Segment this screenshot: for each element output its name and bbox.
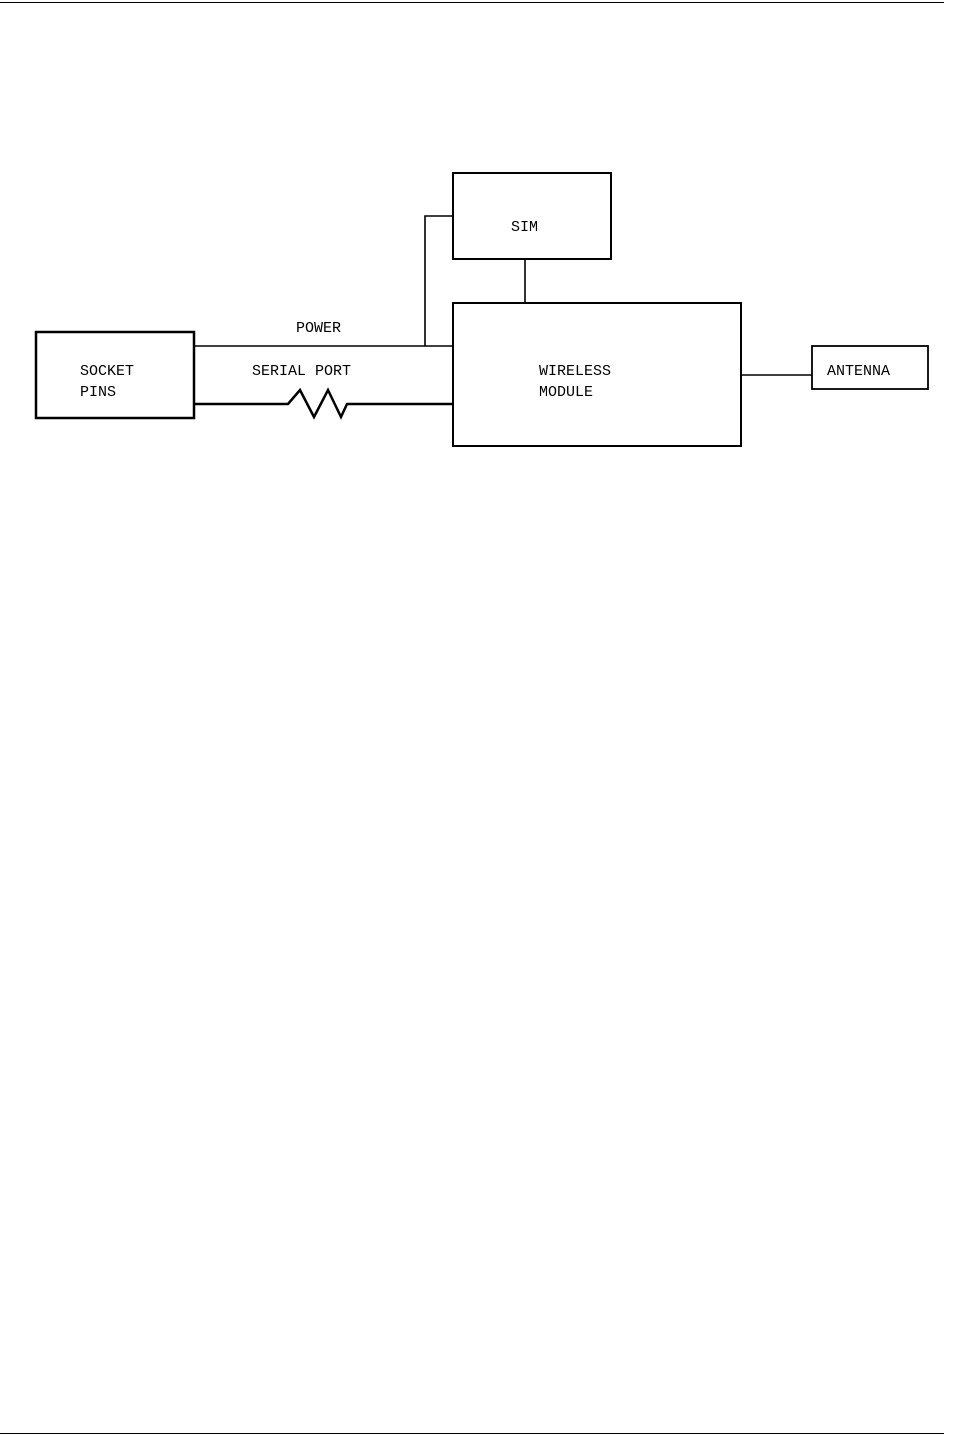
sim-box: [453, 173, 611, 259]
sim-block: SIM: [453, 173, 611, 259]
wireless-module-label-line2: MODULE: [539, 384, 593, 401]
socket-pins-block: SOCKET PINS: [36, 332, 194, 418]
power-label: POWER: [296, 320, 341, 337]
power-to-sim-line: [425, 216, 453, 346]
serial-port-line: [194, 390, 453, 417]
sim-label: SIM: [511, 219, 538, 236]
serial-port-label: SERIAL PORT: [252, 363, 351, 380]
footer-rule: [0, 1433, 944, 1434]
socket-pins-label-line1: SOCKET: [80, 363, 134, 380]
antenna-block: ANTENNA: [812, 346, 928, 389]
socket-pins-label-line2: PINS: [80, 384, 116, 401]
wireless-module-block: WIRELESS MODULE: [453, 303, 741, 446]
wireless-module-label-line1: WIRELESS: [539, 363, 611, 380]
antenna-label: ANTENNA: [827, 363, 890, 380]
